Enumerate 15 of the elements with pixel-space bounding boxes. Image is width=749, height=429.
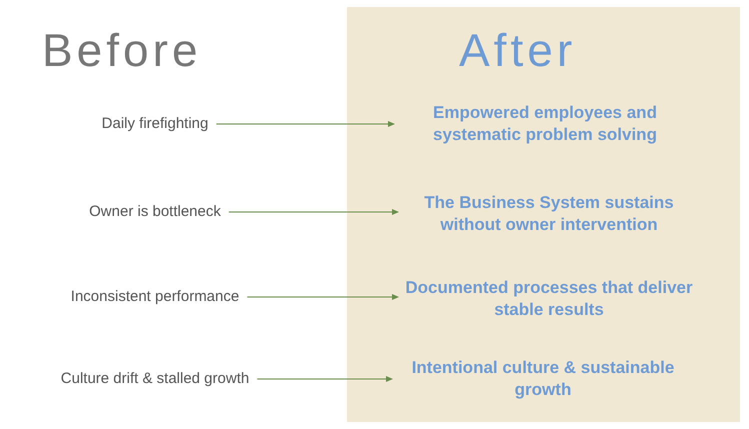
- arrow: [216, 121, 395, 127]
- column-heading: Before: [42, 24, 202, 76]
- outcome-text: Documented processes that deliver stable results: [404, 277, 694, 321]
- arrow: [246, 294, 399, 300]
- problem-text: Inconsistent performance: [70, 286, 240, 308]
- problem-text: Daily firefighting: [102, 112, 208, 136]
- outcome-text: Intentional culture & sustainable growth: [398, 357, 688, 401]
- arrow: [228, 209, 399, 215]
- panel-background: [347, 7, 740, 422]
- problem-text: Owner is bottleneck: [89, 200, 221, 224]
- problem-text: Culture drift & stalled growth: [60, 368, 250, 390]
- column-heading: After: [459, 24, 576, 76]
- outcome-text: The Business System sustains without owner intervention: [404, 192, 694, 236]
- arrow: [256, 376, 393, 382]
- outcome-text: Empowered employees and systematic problem solving: [400, 102, 690, 146]
